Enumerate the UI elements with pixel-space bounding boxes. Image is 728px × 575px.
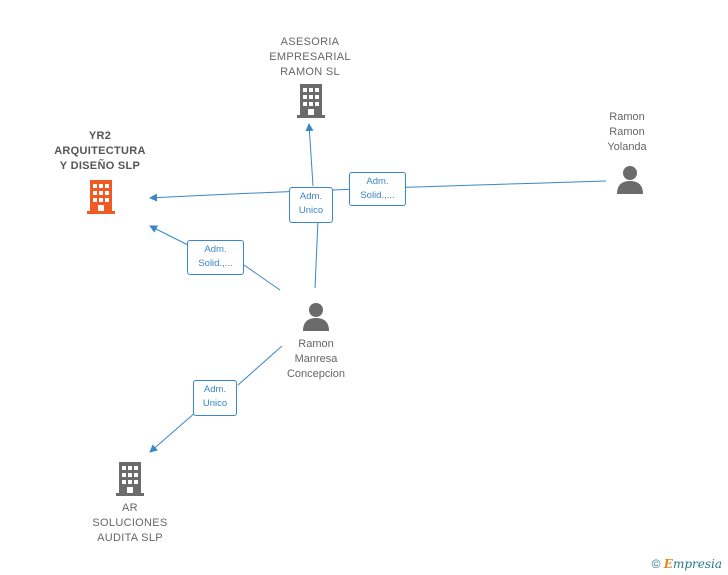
edge-concepcion-asesoria[interactable] — [309, 124, 319, 289]
edge-label-concepcion-asesoria: Adm. Unico — [289, 187, 333, 223]
building-icon[interactable] — [85, 180, 117, 214]
copyright-symbol: © — [651, 557, 661, 571]
edge-label-concepcion-ar: Adm. Unico — [193, 380, 237, 416]
edge-concepcion-ar[interactable] — [150, 345, 283, 452]
node-label-ar[interactable]: AR SOLUCIONES AUDITA SLP — [92, 502, 168, 544]
node-label-ramon-yolanda[interactable]: Ramon Ramon Yolanda — [607, 111, 647, 153]
person-icon[interactable] — [301, 301, 331, 331]
person-icon[interactable] — [615, 164, 645, 194]
node-label-yr2[interactable]: YR2 ARQUITECTURA Y DISEÑO SLP — [54, 130, 146, 172]
edge-label-yolanda-yr2: Adm. Solid.,... — [349, 172, 406, 206]
empresia-watermark: © Empresia — [652, 557, 722, 571]
building-icon[interactable] — [295, 84, 327, 118]
empresia-logo: Empresia — [663, 557, 722, 571]
node-label-asesoria[interactable]: ASESORIA EMPRESARIAL RAMON SL — [269, 36, 351, 78]
edge-concepcion-yr2[interactable] — [150, 226, 281, 291]
building-icon[interactable] — [114, 462, 146, 496]
edge-label-concepcion-yr2: Adm. Solid.,... — [187, 240, 244, 275]
node-label-ramon-concepcion[interactable]: Ramon Manresa Concepcion — [286, 338, 346, 380]
